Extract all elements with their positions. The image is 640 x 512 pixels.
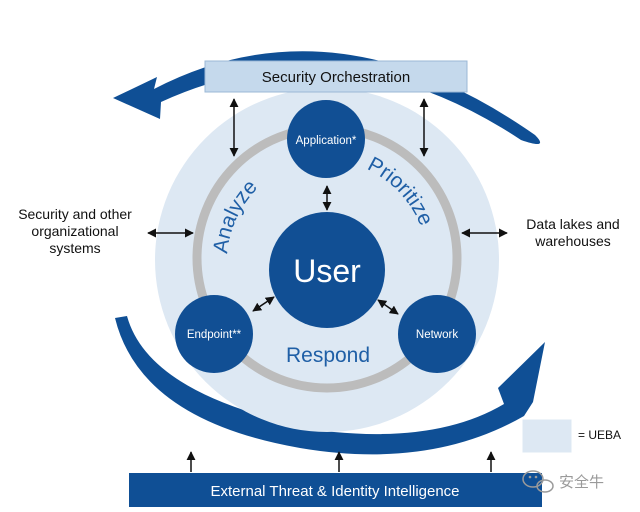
network-node — [398, 295, 476, 373]
arrow-endpoint-user — [252, 296, 275, 312]
bottom-box-label: External Threat & Identity Intelligence — [210, 483, 459, 500]
application-node-label: Application* — [296, 135, 357, 147]
endpoint-node — [175, 295, 253, 373]
legend-label: = UEBA — [578, 428, 622, 442]
endpoint-node-label: Endpoint** — [187, 329, 242, 341]
ring-word-respond: Respond — [286, 344, 370, 367]
left-label-line: Security and other — [18, 206, 132, 222]
left-label-line: systems — [49, 240, 101, 256]
arrow-network-user — [377, 299, 399, 315]
user-node — [269, 212, 385, 328]
watermark-logo — [522, 470, 554, 493]
user-node-label: User — [293, 253, 361, 289]
legend-swatch — [521, 418, 573, 454]
left-label-line: organizational — [31, 223, 119, 239]
top-box-label: Security Orchestration — [262, 69, 410, 86]
left-label: Security and other organizational system… — [4, 206, 146, 257]
right-label-line: Data lakes and — [526, 216, 620, 232]
watermark-text: 安全牛 — [559, 473, 605, 491]
network-node-label: Network — [416, 329, 458, 341]
bottom-cycle-arrow — [115, 316, 545, 455]
bottom-box — [129, 473, 542, 507]
right-label-line: warehouses — [535, 233, 611, 249]
top-box — [204, 60, 468, 93]
application-node — [287, 100, 365, 178]
right-label: Data lakes and warehouses — [510, 216, 636, 250]
